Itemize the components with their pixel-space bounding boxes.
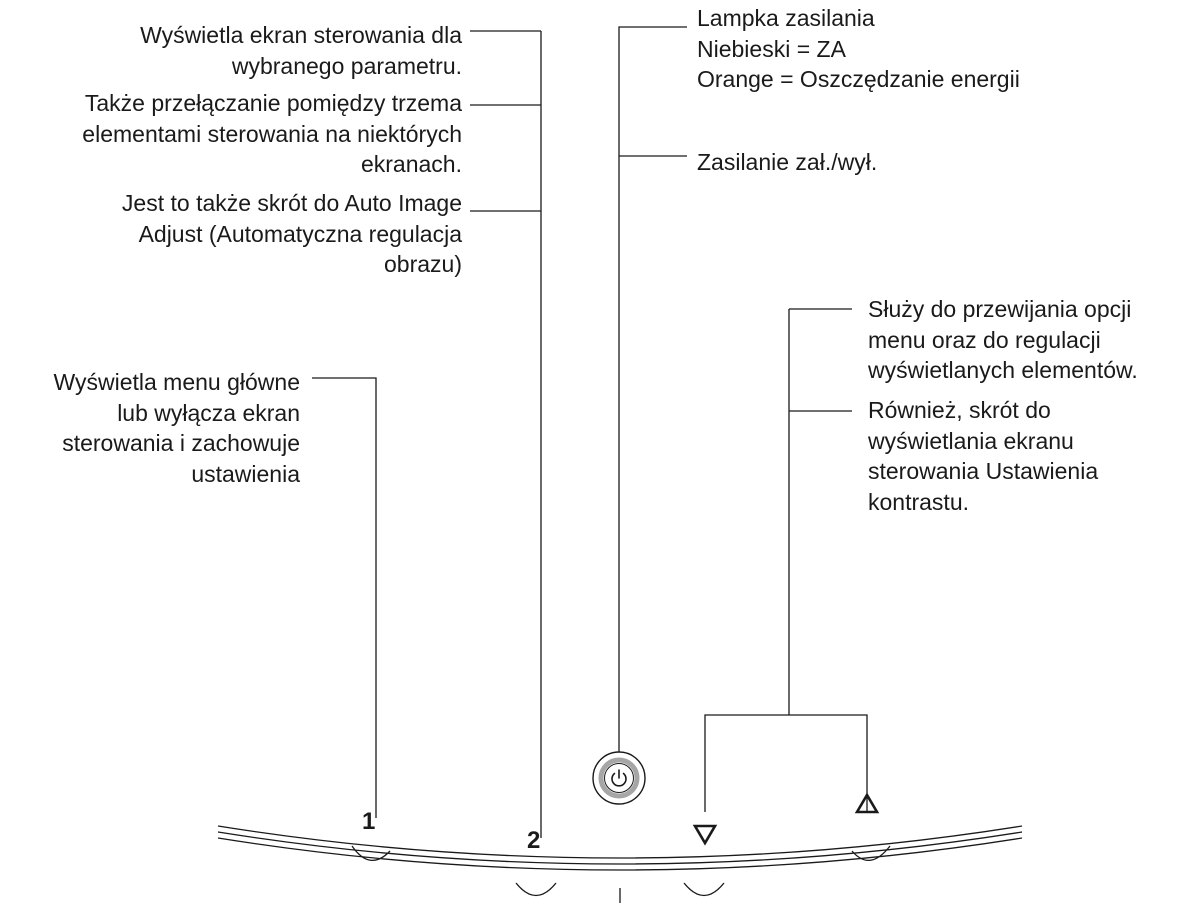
label-line: Adjust (Automatyczna regulacja	[138, 220, 462, 247]
label-line: sterowania i zachowuje	[62, 430, 300, 456]
label-line: menu oraz do regulacji	[868, 326, 1101, 353]
button-2-bump	[515, 882, 557, 897]
leader-power-led	[618, 26, 687, 762]
up-button[interactable]	[854, 792, 880, 814]
label-line: lub wyłącza ekran	[117, 399, 300, 426]
label-power-onoff: Zasilanie zał./wył.	[697, 147, 877, 178]
label-display-control: Wyświetla ekran sterowania dla wybranego…	[140, 20, 462, 81]
button-2[interactable]: 2	[527, 827, 541, 854]
bezel-top-edge	[217, 825, 1023, 859]
power-icon	[611, 769, 627, 787]
label-line: Wyświetla ekran sterowania dla	[140, 22, 462, 48]
button-1[interactable]: 1	[362, 808, 376, 835]
label-auto-image-adjust: Jest to także skrót do Auto Image Adjust…	[122, 188, 462, 280]
label-line: Służy do przewijania opcji	[868, 296, 1132, 322]
label-scroll-menu: Służy do przewijania opcji menu oraz do …	[868, 294, 1138, 386]
label-line: wybranego parametru.	[231, 52, 462, 79]
button-up-bump	[851, 845, 891, 861]
label-line: sterowania Ustawienia	[868, 458, 1099, 484]
label-main-menu: Wyświetla menu główne lub wyłącza ekran …	[53, 367, 300, 489]
down-button[interactable]	[692, 824, 718, 846]
label-line: Lampka zasilania	[697, 5, 875, 31]
label-power-led: Lampka zasilania Niebieski = ZA Orange =…	[697, 3, 1020, 95]
leader-main-menu	[312, 377, 377, 818]
label-line: Orange = Oszczędzanie energii	[697, 66, 1020, 92]
label-line: Niebieski = ZA	[697, 35, 846, 62]
bezel-mid-edge	[217, 831, 1023, 865]
label-line: ekranach.	[360, 151, 462, 177]
down-triangle-icon	[692, 824, 718, 846]
label-line: kontrastu.	[868, 488, 969, 515]
label-line: Wyświetla menu główne	[53, 369, 300, 395]
label-contrast-shortcut: Również, skrót do wyświetlania ekranu st…	[868, 395, 1098, 517]
label-line: elementami sterowania na niektórych	[82, 120, 462, 147]
label-line: Zasilanie zał./wył.	[697, 149, 878, 175]
bezel-bottom-edge	[217, 837, 1023, 871]
up-triangle-icon	[854, 792, 880, 814]
button-1-bump	[351, 845, 391, 861]
label-line: wyświetlania ekranu	[868, 427, 1074, 454]
label-line: wyświetlanych elementów.	[868, 357, 1138, 383]
label-line: Jest to także skrót do Auto Image	[121, 190, 462, 216]
power-button[interactable]	[592, 751, 646, 805]
label-toggle-controls: Także przełączanie pomiędzy trzema eleme…	[82, 88, 462, 180]
label-line: Także przełączanie pomiędzy trzema	[84, 90, 462, 116]
label-line: ustawienia	[191, 460, 300, 487]
label-line: Również, skrót do	[868, 397, 1051, 423]
leader-arrows-bracket	[704, 714, 868, 812]
label-line: obrazu)	[384, 251, 462, 277]
button-down-bump	[683, 882, 725, 897]
